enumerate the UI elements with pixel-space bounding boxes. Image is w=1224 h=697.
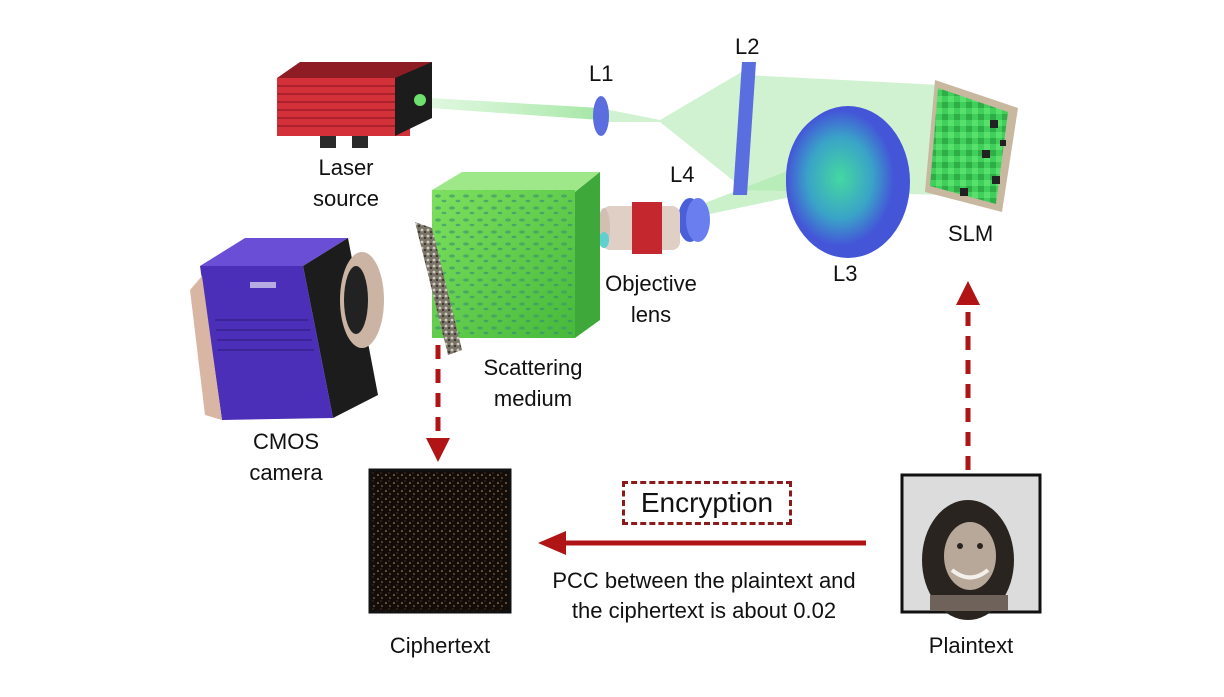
- label-l3: L3: [833, 261, 858, 286]
- label-slm: SLM: [948, 221, 994, 246]
- label-scattering-line2: medium: [493, 386, 573, 411]
- label-scattering-line1: Scattering: [483, 355, 583, 380]
- laser-source: [277, 62, 432, 148]
- arrow-to-ciphertext: [426, 345, 450, 462]
- encryption-label-box: Encryption: [622, 481, 792, 525]
- pcc-line2: the ciphertext is about 0.02: [571, 598, 837, 623]
- diffuser-plate: [415, 222, 462, 355]
- arrow-to-slm: [956, 281, 980, 470]
- label-laser-line1: Laser: [318, 155, 374, 180]
- label-plaintext: Plaintext: [928, 633, 1014, 658]
- label-l2: L2: [735, 34, 760, 59]
- ciphertext-image: [368, 468, 512, 614]
- lens-l4: [678, 198, 710, 242]
- label-laser-line2: source: [312, 186, 380, 211]
- label-cmos-line2: camera: [249, 460, 323, 485]
- label-scattering-medium: Scattering medium: [470, 352, 596, 414]
- plaintext-image: [900, 473, 1042, 620]
- pcc-note: PCC between the plaintext and the cipher…: [520, 566, 888, 626]
- lens-l1: [593, 96, 609, 136]
- label-laser-source: Laser source: [300, 152, 392, 214]
- label-cmos-line1: CMOS: [253, 429, 319, 454]
- lens-l3: [786, 106, 910, 258]
- encryption-arrow: [538, 531, 866, 555]
- laser-beam: [430, 98, 600, 120]
- scattering-medium: [432, 172, 600, 338]
- label-objective-lens: Objective lens: [594, 268, 708, 330]
- objective-lens: [598, 202, 680, 254]
- label-objective-line1: Objective: [605, 271, 697, 296]
- pcc-line1: PCC between the plaintext and: [552, 568, 856, 593]
- expanding-beam: [600, 70, 745, 190]
- label-cmos-camera: CMOS camera: [236, 426, 336, 488]
- label-ciphertext: Ciphertext: [389, 633, 491, 658]
- slm-device: [925, 80, 1018, 212]
- label-objective-line2: lens: [630, 302, 672, 327]
- cmos-camera: [190, 238, 384, 420]
- label-l1: L1: [589, 61, 614, 86]
- label-l4: L4: [670, 162, 695, 187]
- return-beam: [700, 170, 800, 215]
- lens-l2: [733, 62, 756, 195]
